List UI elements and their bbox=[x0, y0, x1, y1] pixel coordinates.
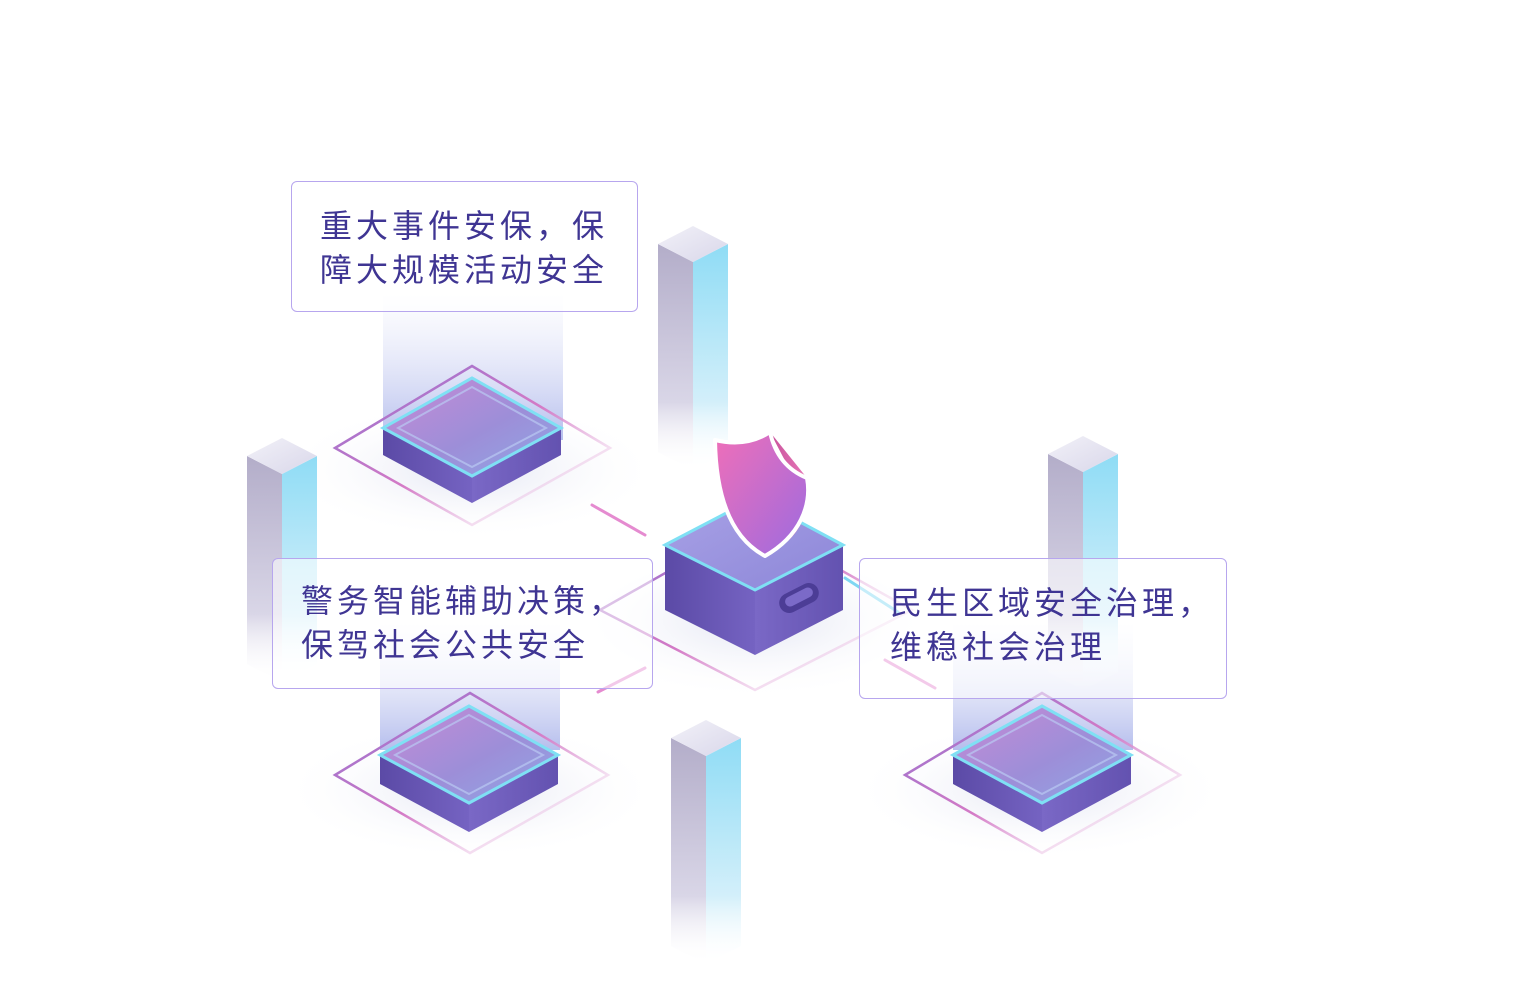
platform-bottom-right bbox=[902, 691, 1183, 855]
callout-civil-governance: 民生区域安全治理， 维稳社会治理 bbox=[859, 558, 1227, 699]
callout-line: 障大规模活动安全 bbox=[320, 251, 609, 289]
pillar bbox=[671, 720, 741, 964]
connector-line bbox=[590, 503, 647, 537]
platform-top-left bbox=[332, 364, 613, 527]
callout-line: 维稳社会治理 bbox=[890, 628, 1107, 666]
callout-line: 重大事件安保，保 bbox=[320, 207, 609, 245]
callout-line: 民生区域安全治理， bbox=[890, 584, 1215, 622]
pillar bbox=[658, 226, 728, 470]
callout-police-decision: 警务智能辅助决策， 保驾社会公共安全 bbox=[272, 558, 653, 689]
callout-event-security: 重大事件安保，保 障大规模活动安全 bbox=[291, 181, 638, 312]
shield-icon bbox=[713, 430, 811, 558]
platform-bottom-left bbox=[332, 691, 611, 855]
callout-line: 警务智能辅助决策， bbox=[301, 582, 626, 620]
cube-slot bbox=[779, 583, 819, 613]
callout-line: 保驾社会公共安全 bbox=[301, 626, 590, 664]
